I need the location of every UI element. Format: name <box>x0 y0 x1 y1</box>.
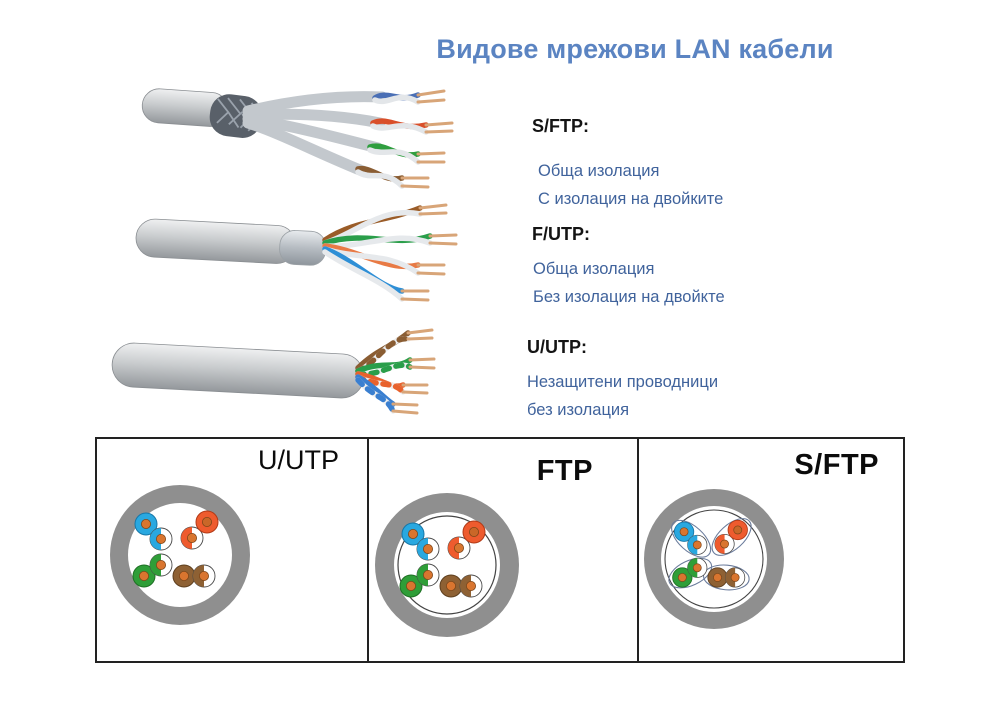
ftp-cross-section-diagram <box>375 493 519 637</box>
legend-sftp: S/FTP: Обща изолация С изолация на двойк… <box>532 116 723 213</box>
legend-uutp: U/UTP: Незащитени проводници без изолаци… <box>527 337 718 424</box>
panel-ftp-label: FTP <box>536 455 593 487</box>
sftp-line-1: Обща изолация <box>538 162 660 180</box>
panel-sftp-label: S/FTP <box>794 449 879 481</box>
uutp-cable-illustration <box>111 328 436 415</box>
uutp-cross-section-diagram <box>110 485 250 625</box>
pair-shield-ellipse <box>668 557 713 589</box>
panel-sftp: S/FTP <box>639 439 903 661</box>
sftp-line-2: С изолация на двойките <box>538 190 724 208</box>
pair-shield-ellipse <box>711 518 752 556</box>
futp-heading: F/UTP: <box>532 224 590 244</box>
uutp-heading: U/UTP: <box>527 337 587 357</box>
uutp-line-1: Незащитени проводници <box>527 373 719 391</box>
cross-section-panel: U/UTP FTP <box>95 437 905 663</box>
sftp-cross-section-diagram <box>644 489 784 629</box>
overall-foil-ring <box>397 515 497 615</box>
foil-shield <box>279 230 327 266</box>
sftp-cable-illustration <box>141 88 454 189</box>
panel-uutp: U/UTP <box>97 439 369 661</box>
futp-line-1: Обща изолация <box>533 260 655 278</box>
futp-cable-illustration <box>135 203 458 302</box>
futp-line-2: Без изолация на двойкте <box>533 288 725 306</box>
sftp-heading: S/FTP: <box>532 116 589 136</box>
legend-futp: F/UTP: Обща изолация Без изолация на дво… <box>532 224 725 311</box>
pair-shield-ellipse <box>671 519 712 558</box>
panel-uutp-label: U/UTP <box>258 445 339 475</box>
uutp-line-2: без изолация <box>527 401 630 419</box>
overall-foil-ring <box>664 509 764 609</box>
page-title: Видове мрежови LAN кабели <box>436 34 834 64</box>
panel-ftp: FTP <box>369 439 639 661</box>
